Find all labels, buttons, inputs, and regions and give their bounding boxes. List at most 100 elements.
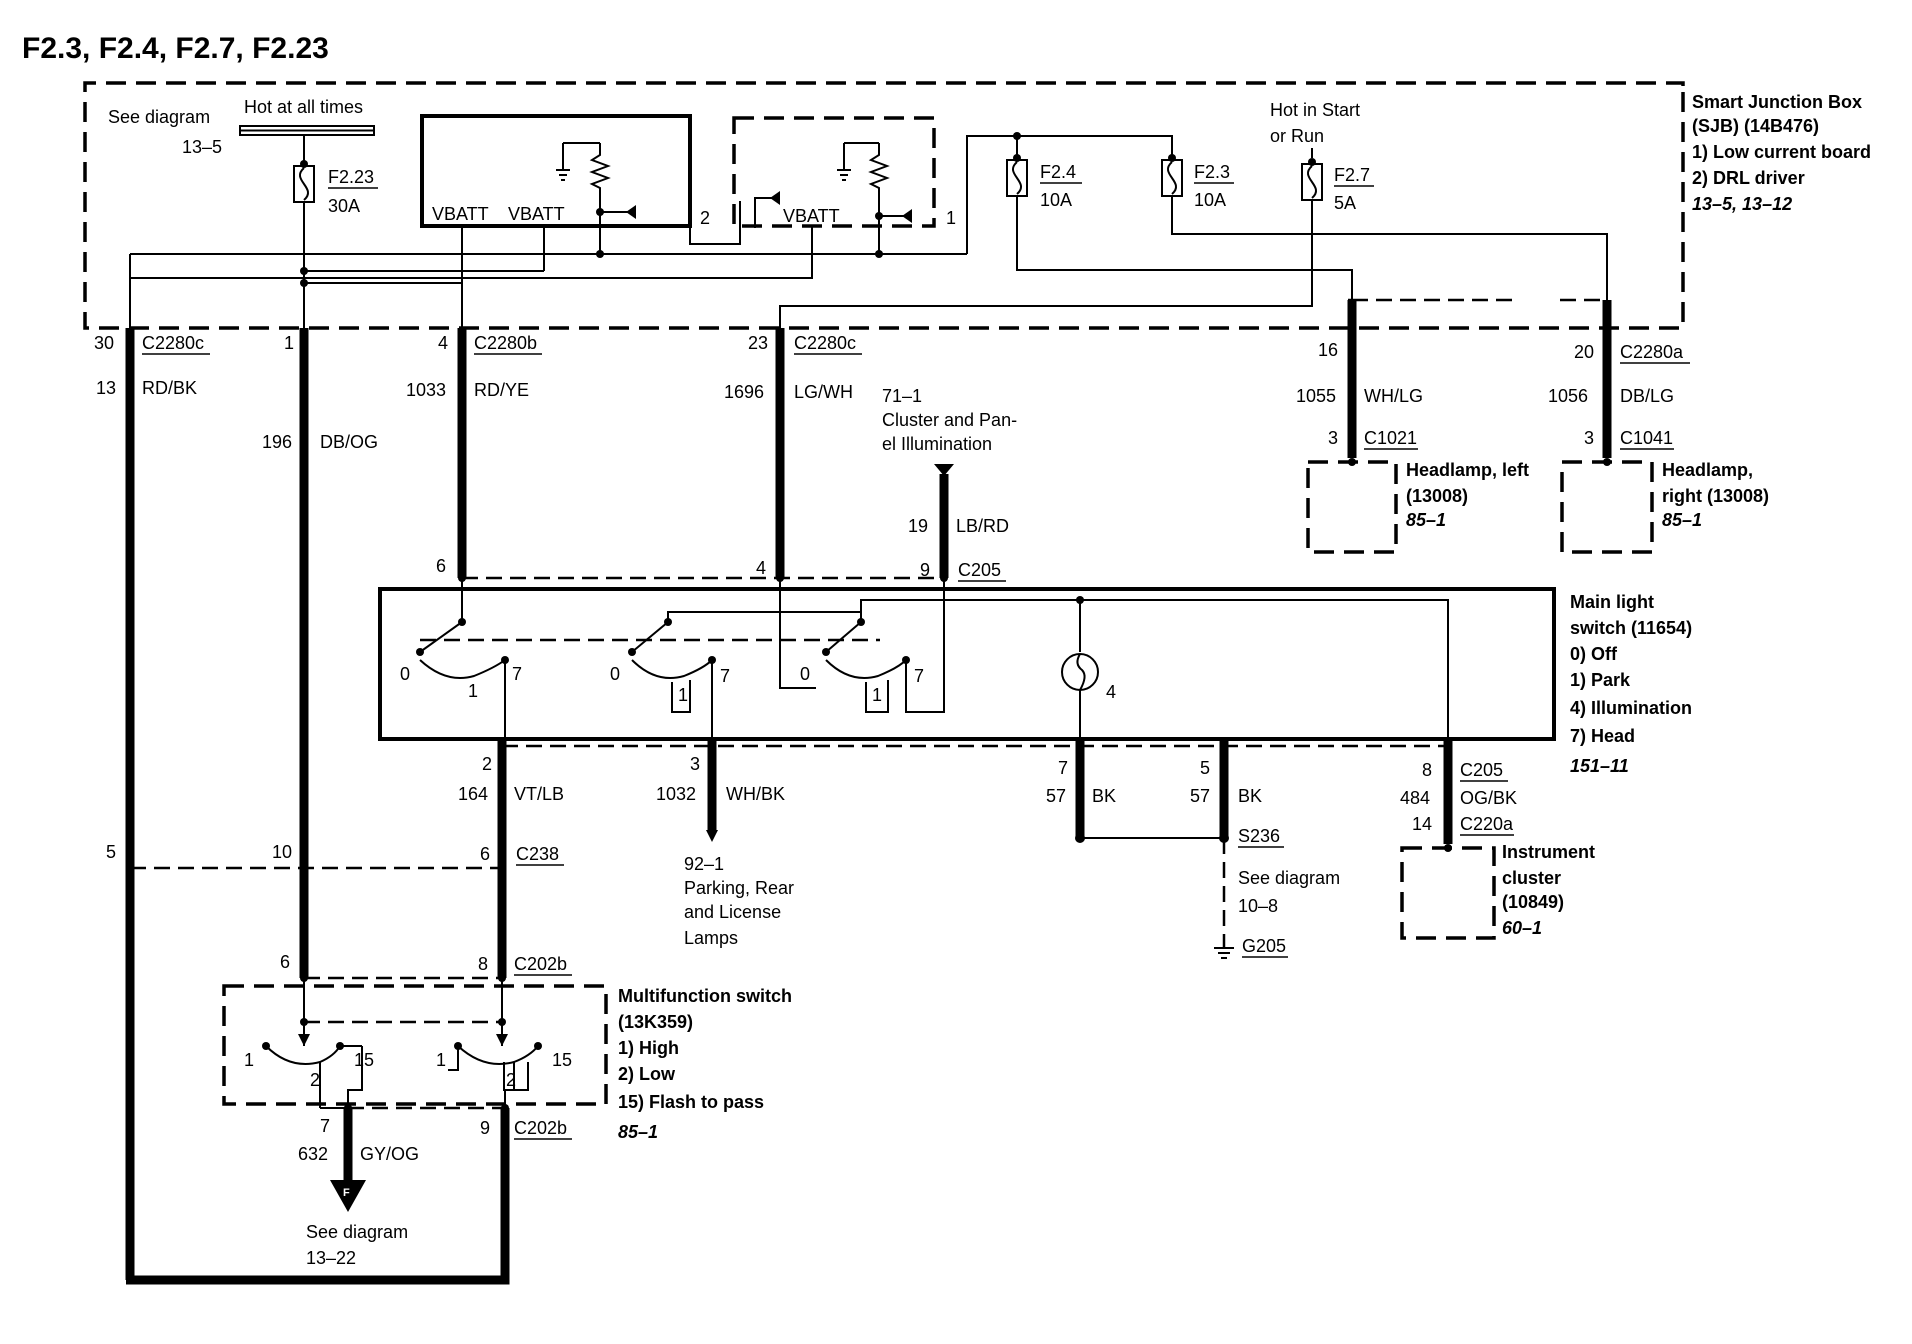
w11-color: BK — [1238, 786, 1262, 806]
c205-pin9: 9 — [920, 560, 930, 580]
wire-13-labels: 30 C2280c 13 RD/BK — [94, 333, 210, 398]
fuse-f2-3: F2.3 10A — [1161, 154, 1234, 210]
main-switch-ref: 151–11 — [1570, 756, 1629, 776]
sjb-ref: 13–5, 13–12 — [1692, 194, 1792, 214]
instrument-cluster: Instrument cluster (10849) 60–1 — [1400, 842, 1595, 940]
fuse-f2-7: F2.7 5A — [1301, 148, 1374, 213]
w11-circuit: 57 — [1190, 786, 1210, 806]
headlamp-right-id: right (13008) — [1662, 486, 1769, 506]
sw1-pos7: 7 — [512, 664, 522, 684]
cluster-l2: cluster — [1502, 868, 1561, 888]
bus-bar — [239, 125, 375, 136]
c205-top: 6 4 9 C205 — [436, 556, 1006, 582]
headlamp-right-name: Headlamp, — [1662, 460, 1753, 480]
w1-conn: C2280c — [142, 333, 204, 353]
parking-l3: Lamps — [684, 928, 738, 948]
fuse-f2-23: F2.23 30A — [293, 135, 378, 216]
diagram-title: F2.3, F2.4, F2.7, F2.23 — [22, 32, 329, 65]
w7-circuit: 19 — [908, 516, 928, 536]
mf-b-p15: 15 — [552, 1050, 572, 1070]
w9-circuit: 1032 — [656, 784, 696, 804]
w5-pin: 16 — [1318, 340, 1338, 360]
sw2-pos1: 1 — [678, 685, 688, 705]
w12-pin2: 14 — [1412, 814, 1432, 834]
fuse-f2-3-rating: 10A — [1194, 190, 1226, 210]
w7-color: LB/RD — [956, 516, 1009, 536]
illum-line2: el Illumination — [882, 434, 992, 454]
multifunction-switch: 1 2 15 1 2 15 — [222, 978, 608, 1109]
cluster-ref: 60–1 — [1502, 918, 1542, 938]
wire-1032-labels: 3 1032 WH/BK — [656, 754, 785, 842]
w6-conn2: C1041 — [1620, 428, 1673, 448]
wire-57-b-labels: 5 57 BK — [1190, 758, 1262, 806]
w12-conn: C205 — [1460, 760, 1503, 780]
parking-ref: 92–1 — [684, 854, 724, 874]
c238-p10: 10 — [272, 842, 292, 862]
w12-pin: 8 — [1422, 760, 1432, 780]
w4-color: LG/WH — [794, 382, 853, 402]
c205-conn: C205 — [958, 560, 1001, 580]
w6-conn: C2280a — [1620, 342, 1684, 362]
w12-conn2: C220a — [1460, 814, 1514, 834]
c205-pin4: 4 — [756, 558, 766, 578]
bottom-see-diagram: F See diagram 13–22 — [306, 1180, 408, 1268]
c202b-bottom-connector: 7 9 C202b 632 GY/OG — [298, 1104, 572, 1164]
bottom-see: See diagram — [306, 1222, 408, 1242]
main-switch-item-0: 0) Off — [1570, 644, 1618, 664]
sw3-pos0: 0 — [800, 664, 810, 684]
sw3-pos1: 1 — [872, 685, 882, 705]
hot-all-times-label: Hot at all times — [244, 97, 363, 117]
sw1-pos0: 0 — [400, 664, 410, 684]
c205-pin6: 6 — [436, 556, 446, 576]
w13-pin: 7 — [320, 1116, 330, 1136]
headlamp-left-id: (13008) — [1406, 486, 1468, 506]
w4-conn: C2280c — [794, 333, 856, 353]
illumination-ref: 71–1 Cluster and Pan- el Illumination 19… — [882, 386, 1017, 536]
w8-color: VT/LB — [514, 784, 564, 804]
w5-conn2: C1021 — [1364, 428, 1417, 448]
headlamp-left: Headlamp, left (13008) 85–1 — [1306, 458, 1529, 554]
parking-l1: Parking, Rear — [684, 878, 794, 898]
sjb-module-1: VBATT 1 — [732, 116, 956, 228]
parking-lamps-ref: 92–1 Parking, Rear and License Lamps — [684, 854, 794, 948]
w1-pin: 30 — [94, 333, 114, 353]
fuse-f2-4-name: F2.4 — [1040, 162, 1076, 182]
module1-label: 1 — [946, 208, 956, 228]
mf-item-2: 2) Low — [618, 1064, 676, 1084]
sjb-box — [83, 81, 1685, 330]
module1-vbatt: VBATT — [783, 206, 840, 226]
sjb-see-diagram-ref: 13–5 — [182, 137, 222, 157]
w13-circuit: 632 — [298, 1144, 328, 1164]
headlamp-left-ref: 85–1 — [1406, 510, 1446, 530]
w3-pin: 4 — [438, 333, 448, 353]
main-switch-id: switch (11654) — [1570, 618, 1692, 638]
c202b-bot-conn: C202b — [514, 1118, 567, 1138]
wire-164-labels: 2 164 VT/LB — [458, 754, 564, 804]
module2-label: 2 — [700, 208, 710, 228]
ground-ref: 10–8 — [1238, 896, 1278, 916]
fuse-f2-4: F2.4 10A — [1006, 154, 1082, 210]
main-switch-item-1: 1) Park — [1570, 670, 1631, 690]
module2-vbatt-a: VBATT — [432, 204, 489, 224]
w9-pin: 3 — [690, 754, 700, 774]
mf-id: (13K359) — [618, 1012, 693, 1032]
wire-1033-labels: 4 C2280b 1033 RD/YE — [406, 333, 542, 400]
w10-color: BK — [1092, 786, 1116, 806]
sjb-item-2: 2) DRL driver — [1692, 168, 1805, 188]
mf-b-p1: 1 — [436, 1050, 446, 1070]
sjb-name: Smart Junction Box — [1692, 92, 1862, 112]
c238-p5: 5 — [106, 842, 116, 862]
c205-bottom — [498, 742, 1452, 750]
c202b-top-p8: 8 — [478, 954, 488, 974]
w1-color: RD/BK — [142, 378, 197, 398]
main-switch-item-4: 4) Illumination — [1570, 698, 1692, 718]
sjb-id: (SJB) (14B476) — [1692, 116, 1819, 136]
sjb-item-1: 1) Low current board — [1692, 142, 1871, 162]
c202b-top-connector: 6 8 C202b — [280, 952, 572, 982]
w10-circuit: 57 — [1046, 786, 1066, 806]
w13-color: GY/OG — [360, 1144, 419, 1164]
w2-circuit: 196 — [262, 432, 292, 452]
mf-a-p2: 2 — [310, 1070, 320, 1090]
parking-l2: and License — [684, 902, 781, 922]
